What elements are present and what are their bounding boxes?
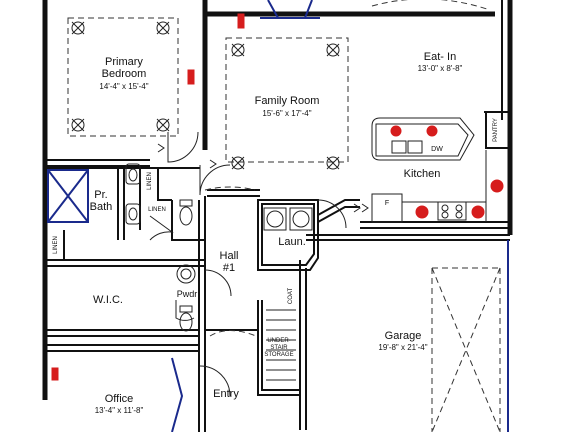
garage-label: Garage — [385, 330, 422, 342]
toilet-icon — [179, 312, 193, 332]
sink-icon — [176, 264, 196, 284]
switch-icon — [187, 69, 195, 85]
family-room-dims: 15'-6" x 17'-4" — [262, 109, 311, 118]
light-icon — [71, 21, 85, 35]
eat-in-label: Eat- In — [424, 51, 456, 63]
light-icon — [71, 118, 85, 132]
pantry-label: PANTRY — [493, 118, 499, 142]
family-room-label: Family Room — [255, 95, 320, 107]
garage-dims: 19'-8" x 21'-4" — [378, 343, 427, 352]
light-icon — [326, 156, 340, 170]
walls — [42, 0, 513, 432]
switch-icon — [237, 13, 245, 29]
light-icon — [156, 21, 170, 35]
fixtures — [125, 117, 487, 381]
powder-label: Pwdr — [177, 289, 198, 299]
switch-icon — [51, 367, 59, 381]
ceiling-lights — [71, 21, 340, 170]
laundry-label: Laun. — [278, 236, 306, 248]
kitchen-island — [371, 117, 475, 161]
understair-label-1: UNDER- — [267, 338, 290, 344]
washer-icon — [263, 207, 287, 231]
sink-icon — [125, 203, 141, 225]
linen-label-2: LINEN — [148, 207, 166, 213]
kitchen-label: Kitchen — [404, 168, 441, 180]
pr-bath-label-2: Bath — [90, 201, 113, 213]
hall-label: Hall — [220, 250, 239, 262]
wic-label: W.I.C. — [93, 294, 123, 306]
coat-label: COAT — [288, 288, 294, 305]
light-icon — [231, 156, 245, 170]
office-label: Office — [105, 393, 134, 405]
primary-bedroom-dims: 14'-4" x 15'-4" — [99, 82, 148, 91]
electrical-marks — [51, 13, 504, 381]
pr-bath-label: Pr. — [94, 189, 107, 201]
sink-icon — [125, 163, 141, 185]
understair-label-2: STAIR — [270, 345, 288, 351]
eat-in-dims: 13'-0" x 8'-8" — [418, 64, 463, 73]
outlet-icon — [415, 205, 429, 219]
labels: Primary Bedroom 14'-4" x 15'-4" Family R… — [53, 51, 499, 415]
outlet-icon — [490, 179, 504, 193]
outlet-icon — [426, 125, 438, 137]
toilet-icon — [179, 206, 193, 226]
linen-label-3: LINEN — [53, 236, 59, 254]
linen-label-1: LINEN — [147, 172, 153, 190]
dryer-icon — [289, 207, 313, 231]
understair-label-3: STORAGE — [264, 352, 293, 358]
light-icon — [156, 118, 170, 132]
doors — [149, 131, 347, 397]
fridge-label: F — [385, 200, 389, 207]
windows — [47, 0, 509, 432]
outlet-icon — [390, 125, 402, 137]
light-icon — [326, 43, 340, 57]
outlet-icon — [471, 205, 485, 219]
dashed-lines — [67, 0, 501, 432]
primary-bedroom-label-2: Bedroom — [102, 68, 147, 80]
primary-bedroom-label: Primary — [105, 56, 143, 68]
office-dims: 13'-4" x 11'-8" — [95, 406, 144, 415]
entry-label: Entry — [213, 388, 239, 400]
dw-label: DW — [431, 146, 443, 153]
hall-label-2: #1 — [223, 262, 235, 274]
light-icon — [231, 43, 245, 57]
